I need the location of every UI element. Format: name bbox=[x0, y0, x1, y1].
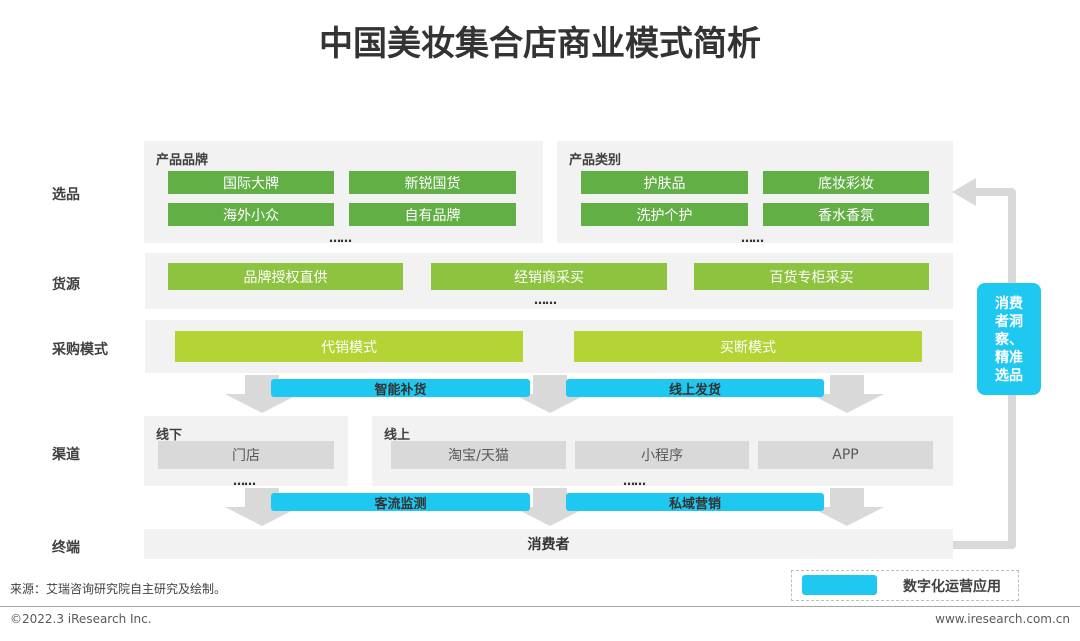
digital-tag: 线上发货 bbox=[566, 379, 824, 398]
row-label-selection: 选品 bbox=[52, 187, 80, 203]
supply-item: 品牌授权直供 bbox=[168, 263, 403, 290]
legend bbox=[791, 570, 1019, 601]
category-item: 香水香氛 bbox=[763, 203, 929, 226]
website-url: www.iresearch.com.cn bbox=[935, 612, 1070, 626]
legend-label: 数字化运营应用 bbox=[903, 579, 1001, 595]
down-arrow-icon bbox=[513, 375, 587, 413]
digital-tag: 智能补货 bbox=[271, 379, 530, 398]
digital-tag: 私域营销 bbox=[566, 493, 824, 512]
down-arrow-icon bbox=[225, 375, 299, 413]
row-label-supply: 货源 bbox=[52, 277, 80, 293]
offline-item: 门店 bbox=[158, 441, 334, 469]
brand-header: 产品品牌 bbox=[156, 153, 209, 168]
ellipsis: …… bbox=[534, 293, 557, 307]
page-title: 中国美妆集合店商业模式简析 bbox=[319, 24, 761, 64]
down-arrow-icon bbox=[810, 488, 884, 526]
category-header: 产品类别 bbox=[569, 153, 622, 168]
digital-tag: 客流监测 bbox=[271, 493, 530, 512]
legend-swatch bbox=[802, 575, 877, 595]
offline-header: 线下 bbox=[156, 428, 183, 443]
online-item: APP bbox=[758, 441, 933, 469]
source-note: 来源：艾瑞咨询研究院自主研究及绘制。 bbox=[10, 582, 227, 596]
purchase-item: 买断模式 bbox=[574, 331, 922, 362]
down-arrow-icon bbox=[513, 488, 587, 526]
ellipsis: …… bbox=[623, 474, 646, 488]
terminal-consumer: 消费者 bbox=[144, 529, 953, 559]
brand-item: 国际大牌 bbox=[168, 171, 334, 194]
ellipsis: …… bbox=[741, 231, 764, 245]
online-item: 小程序 bbox=[575, 441, 749, 469]
ellipsis: …… bbox=[233, 474, 256, 488]
category-item: 洗护个护 bbox=[581, 203, 748, 226]
online-item: 淘宝/天猫 bbox=[391, 441, 566, 469]
supply-item: 经销商采买 bbox=[431, 263, 667, 290]
footer-divider bbox=[0, 606, 1080, 607]
down-arrow-icon bbox=[225, 488, 299, 526]
purchase-item: 代销模式 bbox=[175, 331, 523, 362]
brand-item: 新锐国货 bbox=[349, 171, 516, 194]
ellipsis: …… bbox=[329, 231, 352, 245]
category-item: 护肤品 bbox=[581, 171, 748, 194]
down-arrow-icon bbox=[810, 375, 884, 413]
online-header: 线上 bbox=[384, 428, 411, 443]
feedback-box: 消费者洞察、精准选品 bbox=[977, 283, 1041, 395]
supply-item: 百货专柜采买 bbox=[694, 263, 929, 290]
category-item: 底妆彩妆 bbox=[763, 171, 929, 194]
row-label-purchase: 采购模式 bbox=[52, 342, 108, 358]
row-label-channel: 渠道 bbox=[52, 447, 80, 463]
row-label-terminal: 终端 bbox=[52, 540, 80, 556]
brand-item: 自有品牌 bbox=[349, 203, 516, 226]
brand-item: 海外小众 bbox=[168, 203, 334, 226]
copyright: ©2022.3 iResearch Inc. bbox=[10, 612, 152, 626]
